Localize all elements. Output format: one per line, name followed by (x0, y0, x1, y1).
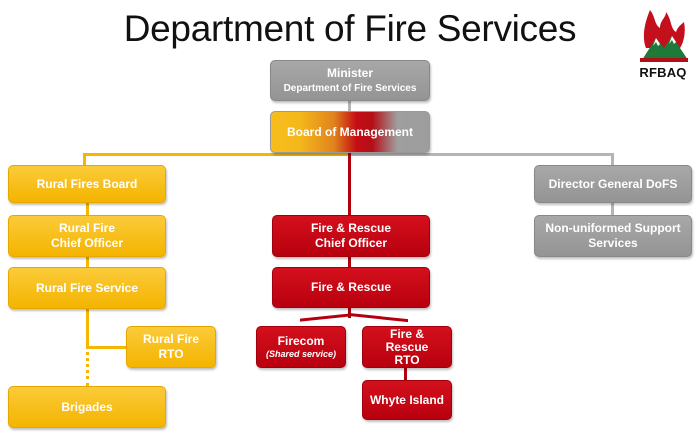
board-of-management-label: Board of Management (286, 124, 413, 139)
rural-fire-rto-box[interactable]: Rural Fire RTO (126, 326, 216, 368)
fire-rescue-box[interactable]: Fire & Rescue (272, 267, 430, 308)
connector-dg-drop (611, 153, 614, 165)
rural-fire-service-label: Rural Fire Service (35, 280, 139, 295)
whyte-island-box[interactable]: Whyte Island (362, 380, 452, 420)
flame-mountain-logo-icon (640, 10, 688, 62)
fire-rescue-rto-box[interactable]: Fire & Rescue RTO (362, 326, 452, 368)
connector-rto-horizontal (86, 346, 126, 349)
rural-fire-chief-officer-box[interactable]: Rural Fire Chief Officer (8, 215, 166, 257)
connector-dg-support (611, 203, 614, 215)
connector-minister-board (348, 101, 351, 111)
rfbaq-logo: RFBAQ (636, 8, 690, 80)
rural-fire-service-box[interactable]: Rural Fire Service (8, 267, 166, 309)
minister-subtitle: Department of Fire Services (283, 82, 417, 94)
non-uniformed-support-box[interactable]: Non-uniformed Support Services (534, 215, 692, 257)
rural-fires-board-label: Rural Fires Board (36, 176, 138, 191)
director-general-box[interactable]: Director General DoFS (534, 165, 692, 203)
logo-text: RFBAQ (639, 65, 687, 80)
rural-fire-rto-line2: RTO (158, 347, 184, 361)
connector-rfb-chief (86, 203, 89, 215)
connector-rural-horizontal (83, 153, 350, 156)
firecom-box[interactable]: Firecom (Shared service) (256, 326, 346, 368)
connector-support-horizontal (350, 153, 613, 156)
page-title: Department of Fire Services (123, 8, 577, 49)
whyte-island-label: Whyte Island (369, 392, 444, 407)
non-uniformed-support-line1: Non-uniformed Support (545, 221, 681, 235)
connector-rural-drop (83, 153, 86, 165)
rural-fire-rto-line1: Rural Fire (142, 332, 199, 346)
rural-fires-board-box[interactable]: Rural Fires Board (8, 165, 166, 203)
fire-rescue-chief-officer-line2: Chief Officer (314, 236, 387, 250)
brigades-box[interactable]: Brigades (8, 386, 166, 428)
connector-service-brigades (86, 309, 89, 386)
firecom-note: (Shared service) (265, 349, 337, 359)
fire-rescue-chief-officer-line1: Fire & Rescue (310, 221, 392, 235)
connector-frchief-fr (348, 257, 351, 267)
fire-rescue-label: Fire & Rescue (310, 280, 392, 294)
rural-fire-chief-officer-line2: Chief Officer (50, 236, 123, 250)
connector-rto-whyte (404, 368, 407, 380)
fire-rescue-rto-line3: RTO (394, 352, 420, 367)
minister-box[interactable]: Minister Department of Fire Services (270, 60, 430, 101)
brigades-label: Brigades (61, 399, 113, 414)
director-general-label: Director General DoFS (548, 176, 678, 191)
fire-rescue-chief-officer-box[interactable]: Fire & Rescue Chief Officer (272, 215, 430, 257)
fire-rescue-rto-line2: Rescue (385, 339, 429, 354)
connector-board-fr (348, 153, 351, 215)
board-of-management-box[interactable]: Board of Management (270, 111, 430, 153)
minister-title: Minister (326, 65, 373, 80)
connector-frrto-branch (348, 312, 408, 323)
connector-firecom-branch (300, 313, 351, 322)
rural-fire-chief-officer-line1: Rural Fire (58, 221, 115, 235)
fire-rescue-rto-line1: Fire & (389, 326, 424, 341)
firecom-label: Firecom (277, 334, 325, 348)
connector-chief-service (86, 257, 89, 267)
non-uniformed-support-line2: Services (588, 236, 638, 250)
